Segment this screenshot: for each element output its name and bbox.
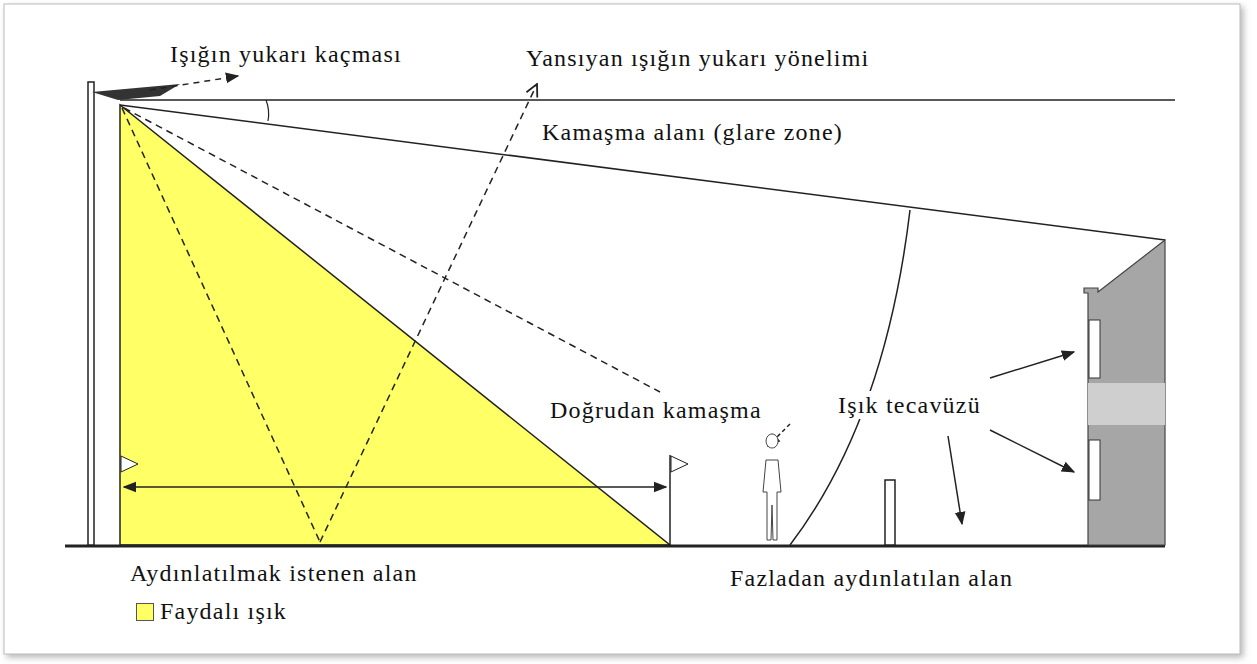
callout-label: Işığın yukarı kaçması — [168, 40, 404, 68]
flag — [671, 456, 688, 472]
luminaire — [92, 84, 180, 100]
reflected-up — [320, 84, 537, 542]
trespass-arrow — [948, 436, 962, 524]
trespass-arrow — [990, 352, 1074, 378]
frame — [4, 4, 1240, 654]
ground-line — [65, 545, 1165, 548]
building-band — [1088, 383, 1165, 425]
area-label: Fazladan aydınlatılan alan — [728, 564, 1015, 592]
lamp-pole — [88, 82, 94, 545]
horizon-line — [120, 99, 1175, 101]
glare-line — [120, 105, 1165, 240]
zone-label: Kamaşma alanı (glare zone) — [540, 118, 845, 146]
window — [1089, 440, 1100, 500]
angle-arc — [266, 100, 269, 121]
upward-light — [150, 76, 238, 90]
legend-text: Faydalı ışık — [160, 598, 287, 625]
legend-entry: Faydalı ışık — [136, 598, 287, 625]
flag — [121, 456, 138, 472]
callout-label: Yansıyan ışığın yukarı yönelimi — [524, 44, 871, 72]
building — [1084, 240, 1165, 545]
legend-swatch — [136, 603, 154, 621]
person-figure — [763, 434, 781, 540]
trespass-arrow — [990, 430, 1074, 472]
window — [1089, 320, 1100, 378]
glare-boundary — [790, 210, 910, 545]
reflected-down — [122, 108, 320, 542]
useful-light-area — [120, 105, 670, 545]
direct-glare-ray — [124, 108, 660, 392]
dimension-arrow — [124, 486, 666, 488]
callout-label: Doğrudan kamaşma — [548, 396, 764, 424]
post — [885, 480, 895, 545]
area-label: Aydınlatılmak istenen alan — [128, 559, 420, 587]
callout-label: Işık tecavüzü — [836, 391, 983, 419]
